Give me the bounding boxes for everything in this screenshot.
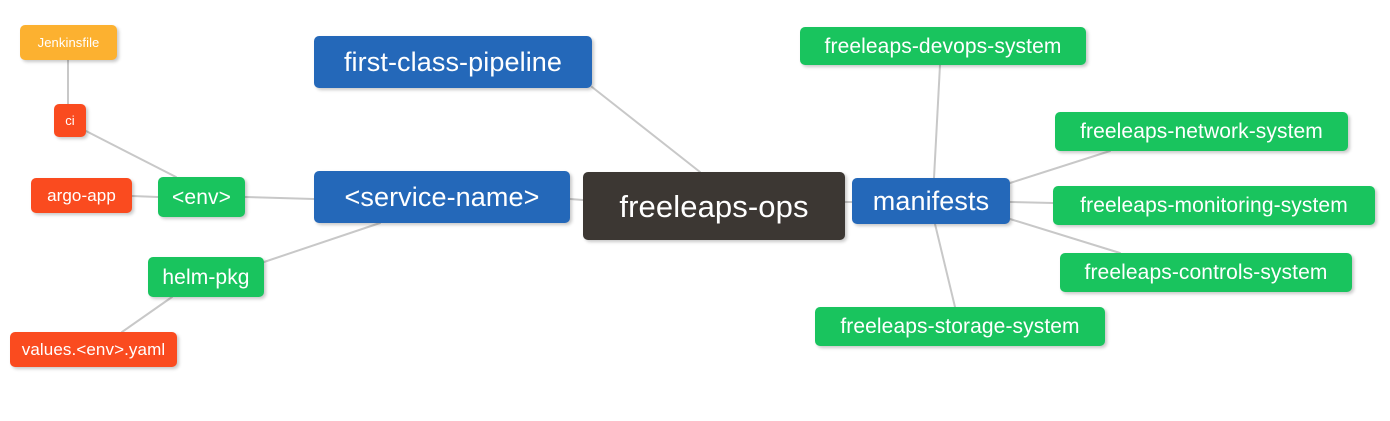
mindmap-node-service-name[interactable]: <service-name> (314, 171, 570, 223)
mindmap-node-network-system[interactable]: freeleaps-network-system (1055, 112, 1348, 151)
node-label-controls-system: freeleaps-controls-system (1084, 261, 1328, 284)
node-label-storage-system: freeleaps-storage-system (840, 315, 1080, 338)
mindmap-node-devops-system[interactable]: freeleaps-devops-system (800, 27, 1086, 65)
mindmap-node-storage-system[interactable]: freeleaps-storage-system (815, 307, 1105, 346)
mindmap-node-monitoring-system[interactable]: freeleaps-monitoring-system (1053, 186, 1375, 225)
node-label-argo-app: argo-app (47, 186, 116, 205)
edge-service-name-to-env (244, 196, 315, 200)
node-label-env: <env> (172, 185, 231, 209)
mindmap-node-ci[interactable]: ci (54, 104, 86, 137)
node-label-ci: ci (65, 113, 75, 128)
mindmap-node-controls-system[interactable]: freeleaps-controls-system (1060, 253, 1352, 292)
node-label-devops-system: freeleaps-devops-system (824, 34, 1062, 58)
node-label-manifests: manifests (872, 185, 990, 216)
node-label-values-yaml: values.<env>.yaml (21, 340, 166, 359)
node-label-freeleaps-ops: freeleaps-ops (619, 188, 809, 224)
node-label-monitoring-system: freeleaps-monitoring-system (1080, 194, 1348, 217)
node-label-network-system: freeleaps-network-system (1080, 120, 1323, 143)
mindmap-node-jenkinsfile[interactable]: Jenkinsfile (20, 25, 117, 60)
mindmap-node-manifests[interactable]: manifests (852, 178, 1010, 224)
edge-freeleaps-ops-to-first-class-pipeline (591, 86, 701, 173)
edge-manifests-to-monitoring-system (1009, 201, 1054, 204)
edge-freeleaps-ops-to-service-name (569, 198, 584, 201)
mindmap-node-helm-pkg[interactable]: helm-pkg (148, 257, 264, 297)
edge-helm-pkg-to-values-yaml (121, 296, 173, 333)
edge-manifests-to-network-system (1009, 150, 1111, 184)
mindmap-node-values-yaml[interactable]: values.<env>.yaml (10, 332, 177, 367)
node-label-jenkinsfile: Jenkinsfile (37, 35, 100, 50)
edge-service-name-to-helm-pkg (263, 222, 381, 263)
node-label-service-name: <service-name> (344, 181, 540, 212)
mindmap-node-freeleaps-ops[interactable]: freeleaps-ops (583, 172, 845, 240)
node-label-first-class-pipeline: first-class-pipeline (343, 46, 563, 77)
edge-manifests-to-devops-system (933, 64, 941, 179)
mindmap-node-env[interactable]: <env> (158, 177, 245, 217)
mindmap-node-first-class-pipeline[interactable]: first-class-pipeline (314, 36, 592, 88)
mindmap-node-argo-app[interactable]: argo-app (31, 178, 132, 213)
edge-env-to-argo-app (131, 195, 159, 198)
node-label-helm-pkg: helm-pkg (162, 265, 250, 289)
edge-manifests-to-storage-system (934, 223, 956, 308)
edge-env-to-ci (85, 130, 177, 178)
